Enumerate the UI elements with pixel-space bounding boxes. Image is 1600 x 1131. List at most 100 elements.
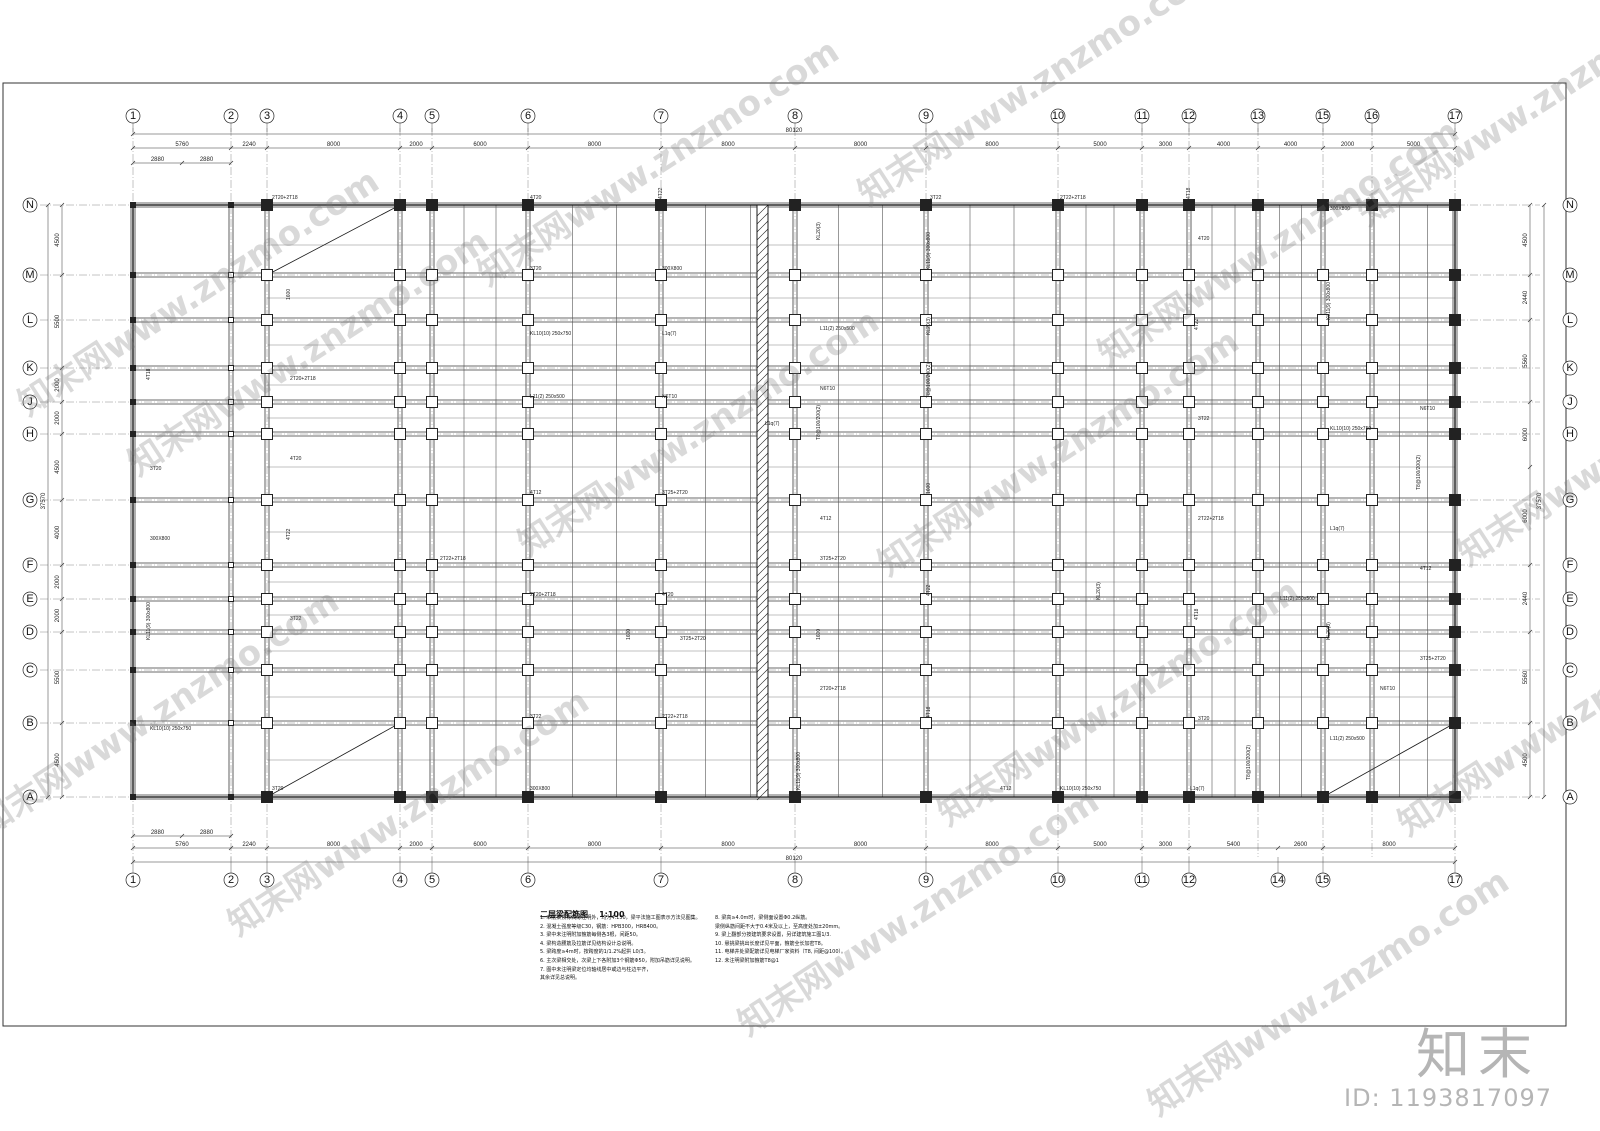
- joint-hatch: [756, 308, 769, 321]
- dim-right-tick: [1527, 629, 1533, 635]
- column: [1183, 717, 1195, 729]
- column: [261, 428, 273, 440]
- dim-top-tick: [429, 145, 435, 151]
- grid-label-left-G-circle: [22, 492, 38, 508]
- beam-annotation: T8@100/200(2): [816, 405, 822, 440]
- joint-hatch: [756, 468, 769, 481]
- stair-diagonal-bottom-right: [1322, 722, 1456, 798]
- column: [394, 314, 406, 326]
- beam-annotation: 4T22: [926, 584, 932, 596]
- column: [1317, 428, 1329, 440]
- dim-bottom-tick: [1186, 845, 1192, 851]
- notes-left-6: 6. 主次梁相交处，次梁上下各附加3个钢筋Φ50，附加吊筋详见说明。: [540, 957, 695, 964]
- column: [1252, 626, 1264, 638]
- dim-right-value: 6000: [1523, 509, 1529, 523]
- grid-label-right-M: M: [1565, 269, 1574, 281]
- dim-bottom-value: 8000: [327, 842, 341, 848]
- column: [426, 664, 438, 676]
- column: [1052, 494, 1064, 506]
- column: [228, 202, 234, 208]
- column: [789, 593, 801, 605]
- dim-bottom-value: 2240: [242, 842, 256, 848]
- notes-right-column: 8. 梁高≥4.0m时，梁侧面设置Φ0.2纵筋。 梁侧纵筋间距不大于0.4米及以…: [715, 914, 915, 966]
- dim-top-sub-value: 2880: [200, 157, 214, 163]
- grid-label-top-12: 12: [1183, 110, 1195, 122]
- stair-diagonal-bottom-left: [266, 722, 401, 798]
- column: [920, 717, 932, 729]
- brand-logo: 知末: [1416, 1023, 1540, 1086]
- grid-label-bottom-6: 6: [525, 874, 531, 886]
- column: [1052, 626, 1064, 638]
- grid-label-right-F: F: [1567, 559, 1574, 571]
- image-id: ID: 1193817097: [1344, 1084, 1552, 1112]
- grid-label-left-M: M: [25, 269, 34, 281]
- joint-hatch: [756, 356, 769, 369]
- column: [1317, 791, 1329, 803]
- grid-label-bottom-4: 4: [397, 874, 403, 886]
- column: [1136, 199, 1148, 211]
- grid-label-right-K: K: [1566, 362, 1574, 374]
- column: [1252, 428, 1264, 440]
- dim-left-value: 2000: [55, 378, 61, 392]
- joint-hatch: [756, 260, 769, 273]
- joint-hatch: [756, 204, 769, 217]
- column: [1366, 269, 1378, 281]
- column: [920, 199, 932, 211]
- beam-annotation: 4T12: [530, 490, 542, 496]
- column: [394, 791, 406, 803]
- grid-label-left-A-circle: [22, 789, 38, 805]
- column: [394, 199, 406, 211]
- dim-top-value: 8000: [721, 142, 735, 148]
- beam-annotation: 2T22+2T18: [440, 556, 466, 562]
- column: [1449, 362, 1461, 374]
- dim-bottom-value: 5760: [175, 842, 189, 848]
- column: [228, 720, 234, 726]
- dim-left-tick: [59, 202, 65, 208]
- column: [394, 396, 406, 408]
- column: [1183, 791, 1195, 803]
- beam-annotation: 1600: [626, 629, 632, 640]
- column: [1317, 664, 1329, 676]
- beam-annotation: L1q(7): [765, 421, 780, 427]
- beam-annotation: T8@100/200(2): [926, 363, 932, 398]
- column: [1136, 593, 1148, 605]
- column: [655, 362, 667, 374]
- column: [920, 791, 932, 803]
- column: [130, 497, 136, 503]
- joint-hatch: [756, 476, 769, 489]
- column: [1449, 559, 1461, 571]
- dim-left-value: 5500: [55, 670, 61, 684]
- joint-hatch: [756, 668, 769, 681]
- grid-label-right-B-circle: [1562, 715, 1578, 731]
- grid-label-right-M-circle: [1562, 267, 1578, 283]
- grid-label-bottom-17: 17: [1449, 874, 1461, 886]
- dim-top-tick: [1186, 145, 1192, 151]
- notes-left-5: 5. 梁跨度≥4m时，按跨度的1/1.2%起拱 L0/3。: [540, 949, 649, 956]
- joint-hatch: [756, 580, 769, 593]
- grid-label-left-E-circle: [22, 591, 38, 607]
- dim-top-total-value: 80120: [786, 128, 803, 134]
- column: [130, 399, 136, 405]
- grid-label-right-C-circle: [1562, 662, 1578, 678]
- joint-hatch: [756, 316, 769, 329]
- joint-hatch: [756, 300, 769, 313]
- joint-hatch: [756, 228, 769, 241]
- beam-annotation: L11(2) 250x500: [1330, 736, 1365, 742]
- beam-annotation: 4T12: [820, 516, 832, 522]
- beam-annotation: KL11(9) 300x800: [1326, 282, 1332, 320]
- beam-annotation: KL20(3): [1326, 622, 1332, 640]
- column: [1366, 494, 1378, 506]
- column: [789, 396, 801, 408]
- dim-top-tick: [1369, 145, 1375, 151]
- joint-hatch: [756, 252, 769, 265]
- grid-label-bottom-3: 3: [264, 874, 270, 886]
- dim-bottom-tick: [923, 845, 929, 851]
- beam-annotation: 4T20: [290, 456, 302, 462]
- column: [1183, 626, 1195, 638]
- dim-bottom-tick: [1275, 845, 1281, 851]
- grid-label-top-1: 1: [130, 110, 136, 122]
- joint-hatch: [756, 452, 769, 465]
- column: [228, 562, 234, 568]
- dim-left-tick: [59, 562, 65, 568]
- dim-top-value: 2240: [242, 142, 256, 148]
